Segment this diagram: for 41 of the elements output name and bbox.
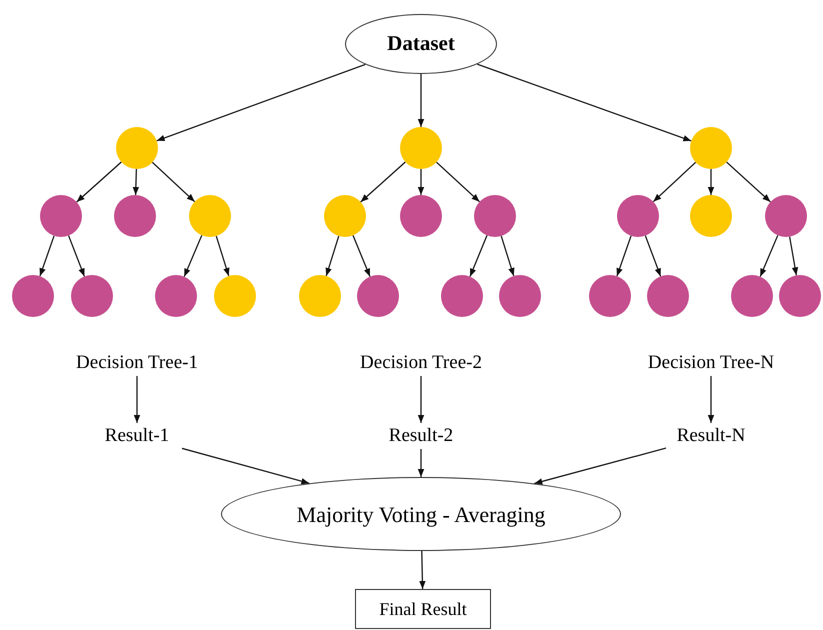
arrow: [419, 550, 426, 590]
node-text: Majority Voting - Averaging: [296, 500, 546, 529]
arrow: [726, 162, 771, 202]
arrow: [326, 236, 340, 276]
arrow: [360, 162, 406, 202]
arrow: [156, 64, 366, 142]
arrow: [500, 236, 514, 276]
arrow: [216, 236, 230, 276]
arrow: [418, 74, 424, 127]
arrow: [436, 162, 480, 202]
arrow: [708, 376, 714, 423]
arrow: [352, 235, 371, 277]
tree-label: Decision Tree-1: [76, 350, 198, 375]
arrow: [760, 235, 778, 277]
arrow: [616, 236, 632, 276]
node-text: Final Result: [379, 598, 467, 620]
arrow: [644, 235, 662, 277]
arrow: [132, 168, 140, 196]
arrow: [152, 162, 196, 202]
arrow: [134, 376, 140, 423]
arrow: [76, 162, 122, 202]
arrow: [418, 376, 424, 423]
arrow: [652, 162, 696, 202]
result-label: Result-1: [104, 424, 170, 448]
arrow: [418, 169, 424, 195]
result-label: Result-N: [676, 424, 746, 448]
arrow: [418, 449, 424, 477]
node-text: Dataset: [387, 30, 455, 58]
tree-label: Decision Tree-N: [648, 350, 774, 375]
result-label: Result-2: [388, 424, 454, 448]
arrow: [477, 64, 692, 142]
arrow: [184, 235, 202, 277]
arrow: [469, 235, 488, 277]
tree-label: Decision Tree-2: [360, 350, 482, 375]
arrow: [68, 235, 85, 277]
arrow: [182, 448, 310, 484]
arrow: [39, 236, 55, 276]
final-result-box: [355, 589, 491, 629]
arrow: [708, 169, 714, 195]
arrow: [789, 236, 798, 276]
arrow: [534, 448, 666, 485]
